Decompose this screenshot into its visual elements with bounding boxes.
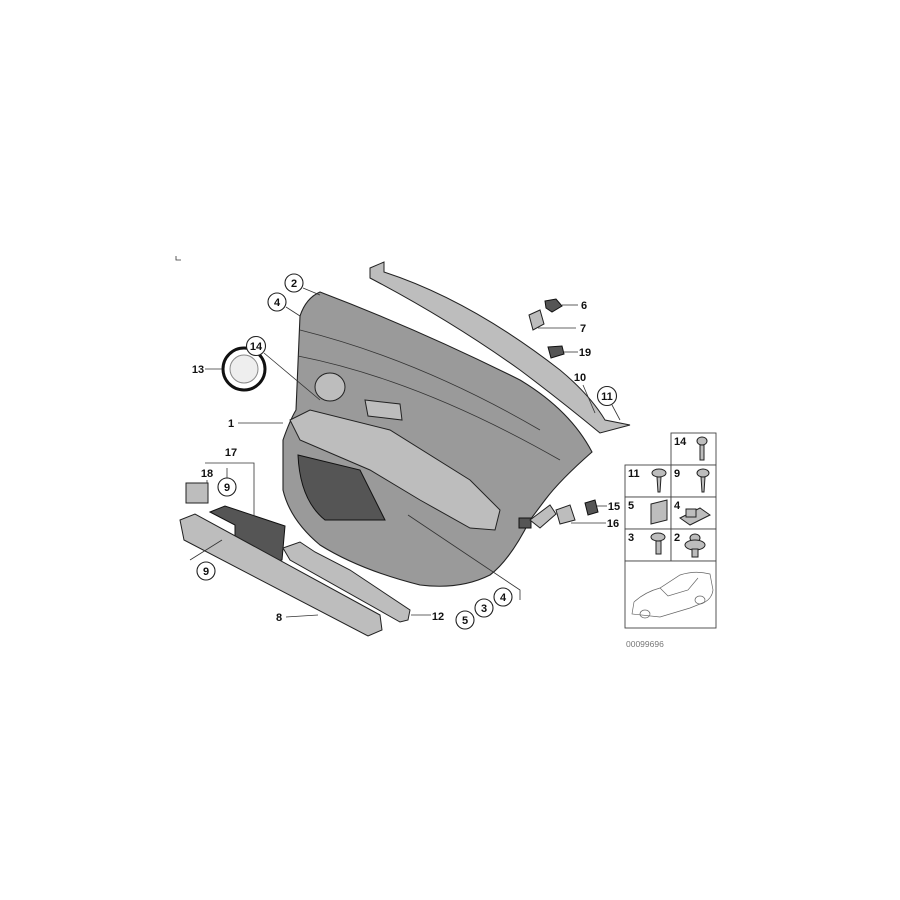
callout-2: 2 [291,278,297,290]
callout-14: 14 [250,341,263,353]
clip-plate-icon [650,499,668,525]
window-trim-strip [369,261,631,434]
callout-18: 18 [201,468,213,480]
screw-icon [696,468,710,493]
table-label-2: 2 [674,532,680,544]
clip-socket [518,517,532,529]
armrest-carrier [289,409,501,531]
callout-3: 3 [481,603,487,615]
part-16 [555,504,576,525]
table-label-3: 3 [628,532,634,544]
callout-15: 15 [608,501,620,513]
table-label-11: 11 [628,468,640,480]
door-handle-recess [364,399,403,421]
table-label-5: 5 [628,500,634,512]
table-label-9: 9 [674,468,680,480]
table-label-14: 14 [674,436,687,448]
cover-part-7 [528,309,545,331]
vehicle-outline-icon [631,571,714,619]
screw-icon [650,532,666,555]
callouts: 2 4 14 13 1 17 18 9 9 8 12 5 3 4 6 7 19 … [192,273,620,630]
armrest-cover-8 [179,513,383,637]
callout-8: 8 [276,612,282,624]
callout-6: 6 [581,300,587,312]
screw-icon [696,436,708,461]
leader-lines [189,287,621,618]
callout-12: 12 [432,611,444,623]
callout-19: 19 [579,347,591,359]
part-15 [584,499,599,516]
callout-16: 16 [607,518,619,530]
callout-10: 10 [574,372,586,384]
corner-mark [175,256,181,261]
callout-4: 4 [274,297,281,309]
image-code: 00099696 [626,639,664,649]
screw-icon [651,468,667,493]
callout-1: 1 [228,418,234,430]
callout-13: 13 [192,364,204,376]
callout-circle-2 [284,273,304,293]
callout-5: 5 [462,615,468,627]
callout-4-lower: 4 [500,592,507,604]
door-pocket [297,454,386,521]
callout-7: 7 [580,323,586,335]
callout-11: 11 [601,391,613,403]
callout-9: 9 [224,482,230,494]
callout-9-lower: 9 [203,566,209,578]
vehicle-cell [624,560,717,629]
armrest-trim-12 [282,541,411,623]
table-label-4: 4 [674,500,681,512]
cap-part-6 [544,298,563,313]
fastener-table: 14 11 9 5 4 3 2 [624,432,717,649]
expansion-rivet-icon [684,533,706,558]
part-18-cube [185,482,209,504]
speaker-opening [314,372,346,402]
callout-17: 17 [225,447,237,459]
clip-part-19 [547,345,565,359]
